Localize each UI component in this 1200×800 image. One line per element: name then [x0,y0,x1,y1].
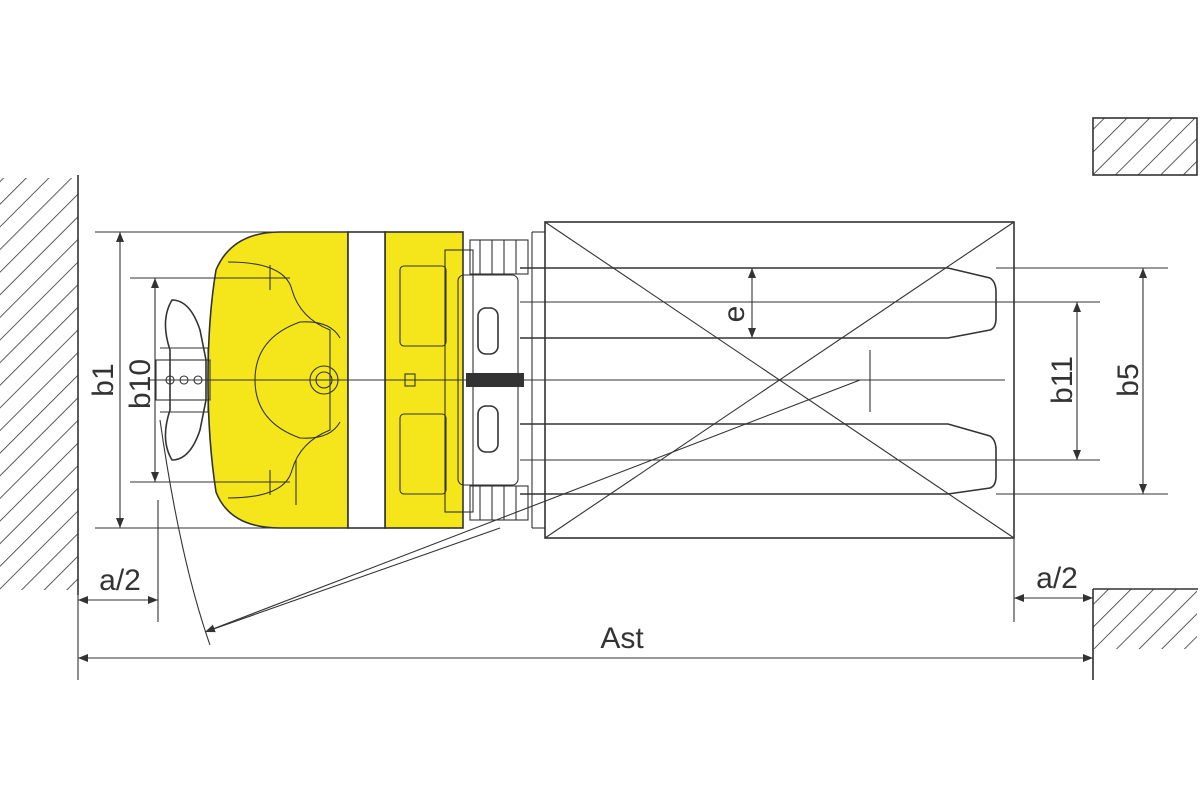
extension-lines [77,231,1168,680]
bottom-right-wall [1092,588,1198,680]
label-a2-left: a/2 [99,564,141,597]
turning-lines [159,379,861,646]
label-b11: b11 [1046,356,1079,404]
label-b10: b10 [124,359,157,409]
label-a2-right: a/2 [1036,562,1078,595]
label-b1: b1 [87,363,120,396]
left-wall [0,175,79,595]
forks [520,267,997,495]
label-b5: b5 [1112,363,1145,396]
label-ast: Ast [600,622,644,655]
label-e: e [718,306,751,323]
top-right-wall [1092,117,1198,176]
